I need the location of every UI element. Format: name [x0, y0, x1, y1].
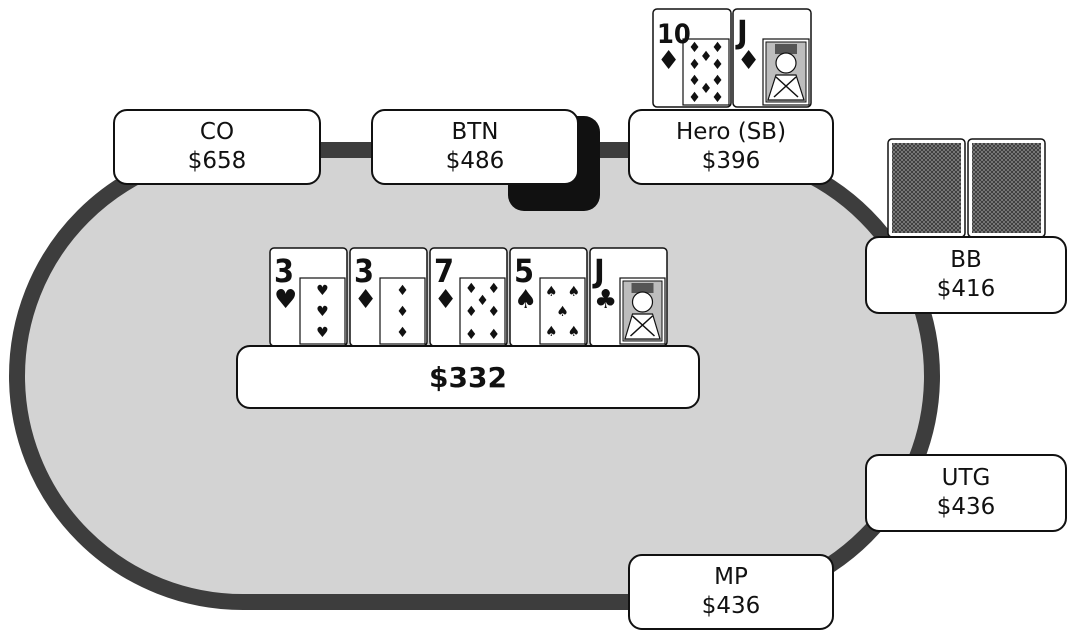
svg-text:♦: ♦: [688, 73, 701, 89]
seat-name: MP: [714, 564, 748, 590]
svg-text:♦: ♦: [688, 57, 701, 73]
svg-text:♥: ♥: [316, 325, 329, 341]
jack-face-icon: [765, 41, 807, 103]
bb-hole-cards: [887, 138, 1046, 238]
board-card: 3♦♦♦♦: [349, 247, 428, 347]
seat-name: UTG: [941, 465, 991, 491]
svg-text:♠: ♠: [556, 304, 569, 320]
face-down-card: [967, 138, 1046, 238]
card-pips: ♥ ♥ ♥: [316, 283, 329, 341]
card-rank: 3: [274, 252, 294, 290]
clubs-suit-icon: ♣: [594, 285, 617, 315]
svg-text:♥: ♥: [316, 304, 329, 320]
seat-stack: $416: [936, 276, 996, 302]
svg-text:♦: ♦: [396, 283, 409, 299]
seat-stack: $436: [701, 593, 761, 619]
card-rank: 3: [354, 252, 374, 290]
hero-card: J♦: [732, 8, 812, 108]
seat-mp: MP $436: [628, 554, 834, 630]
card-pips: ♦♦♦♦♦♦♦: [465, 281, 500, 343]
svg-text:♦: ♦: [711, 40, 724, 56]
seat-bb: BB $416: [865, 236, 1067, 314]
card-rank: 7: [434, 252, 454, 290]
svg-text:♦: ♦: [476, 293, 489, 309]
seat-stack: $396: [701, 148, 761, 174]
board-card: 3♥♥♥♥: [269, 247, 348, 347]
svg-text:♦: ♦: [396, 304, 409, 320]
svg-text:♦: ♦: [396, 325, 409, 341]
svg-text:♠: ♠: [567, 324, 580, 340]
diamonds-suit-icon: ♦: [354, 285, 377, 315]
board-card: J♣: [589, 247, 668, 347]
card-pips: ♦♦♦♦♦♦♦♦♦♦: [688, 40, 724, 106]
card-rank: J: [592, 252, 605, 290]
hero-hole-cards: 10♦♦♦♦♦♦♦♦♦♦♦J♦: [652, 8, 812, 108]
spades-suit-icon: ♠: [514, 285, 537, 315]
hearts-suit-icon: ♥: [274, 285, 297, 315]
seat-btn: BTN $486: [371, 109, 579, 185]
svg-text:♦: ♦: [700, 81, 713, 97]
seat-stack: $436: [936, 494, 996, 520]
face-down-card: [887, 138, 966, 238]
svg-text:♦: ♦: [688, 40, 701, 56]
card-pips: ♦ ♦ ♦: [396, 283, 409, 341]
svg-text:♦: ♦: [487, 304, 500, 320]
seat-hero: Hero (SB) $396: [628, 109, 834, 185]
seat-name: Hero (SB): [675, 119, 787, 145]
seat-name: BB: [950, 247, 982, 273]
svg-text:♥: ♥: [316, 283, 329, 299]
seat-utg: UTG $436: [865, 454, 1067, 532]
svg-text:♦: ♦: [465, 327, 478, 343]
svg-text:♦: ♦: [487, 327, 500, 343]
card-pips: ♠ ♠ ♠ ♠ ♠: [545, 284, 580, 340]
card-rank: 10: [657, 19, 691, 50]
svg-text:♦: ♦: [487, 281, 500, 297]
svg-text:♦: ♦: [688, 90, 701, 106]
svg-text:♦: ♦: [711, 73, 724, 89]
svg-text:♠: ♠: [545, 324, 558, 340]
community-board: 3♥♥♥♥3♦♦♦♦7♦♦♦♦♦♦♦♦5♠♠♠♠♠♠J♣: [269, 247, 668, 347]
svg-text:♠: ♠: [545, 284, 558, 300]
board-card: 5♠♠♠♠♠♠: [509, 247, 588, 347]
pot-display: $332: [236, 345, 700, 409]
diamonds-suit-icon: ♦: [434, 285, 457, 315]
svg-text:♦: ♦: [711, 57, 724, 73]
seat-stack: $486: [445, 148, 505, 174]
svg-text:♦: ♦: [465, 304, 478, 320]
diamonds-suit-icon: ♦: [737, 46, 760, 76]
pot-amount: $332: [429, 360, 507, 394]
svg-text:♠: ♠: [567, 284, 580, 300]
svg-text:♦: ♦: [465, 281, 478, 297]
seat-name: BTN: [451, 119, 499, 145]
svg-text:♦: ♦: [700, 49, 713, 65]
hero-card: 10♦♦♦♦♦♦♦♦♦♦♦: [652, 8, 732, 108]
card-rank: J: [735, 13, 748, 51]
seat-co: CO $658: [113, 109, 321, 185]
seat-name: CO: [199, 119, 235, 145]
svg-text:♦: ♦: [711, 90, 724, 106]
board-card: 7♦♦♦♦♦♦♦♦: [429, 247, 508, 347]
card-rank: 5: [514, 252, 534, 290]
seat-stack: $658: [187, 148, 247, 174]
diamonds-suit-icon: ♦: [657, 46, 680, 76]
jack-face-icon: [622, 280, 663, 342]
